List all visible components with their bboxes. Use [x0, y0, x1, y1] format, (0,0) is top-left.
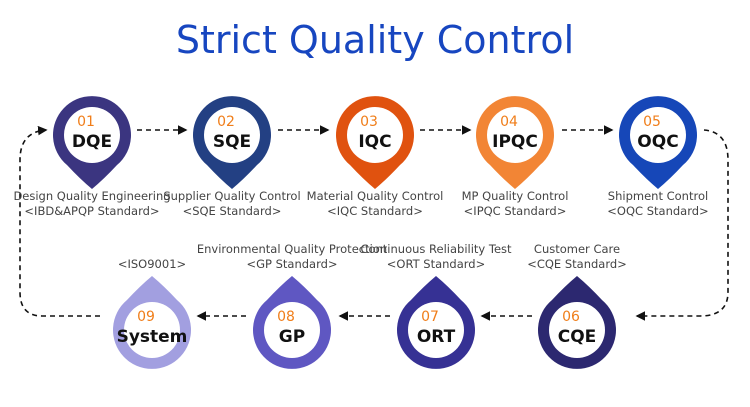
step-standard: <GP Standard> [246, 257, 337, 271]
step-standard: <ISO9001> [118, 257, 186, 271]
step-name: Continuous Reliability Test [360, 242, 512, 256]
pin-inner-circle [347, 107, 403, 163]
step-number: 05 [643, 114, 661, 130]
pin-inner-circle [408, 302, 464, 358]
step-name: Customer Care [534, 242, 620, 256]
flow-arrows [19, 125, 729, 321]
step-standard: <IQC Standard> [327, 204, 423, 218]
pin-inner-circle [549, 302, 605, 358]
pin-inner-circle [124, 302, 180, 358]
step-code: DQE [72, 132, 112, 152]
step-standard: <IPQC Standard> [464, 204, 567, 218]
step-name: Supplier Quality Control [163, 189, 300, 203]
step-name: Material Quality Control [307, 189, 444, 203]
step-code: IQC [358, 132, 391, 152]
step-name: MP Quality Control [462, 189, 569, 203]
step-code: System [117, 327, 188, 347]
step-number: 09 [137, 309, 155, 325]
step-number: 08 [277, 309, 295, 325]
step-code: SQE [213, 132, 251, 152]
step-standard: <SQE Standard> [183, 204, 282, 218]
step-name: Design Quality Engineering [13, 189, 170, 203]
step-standard: <CQE Standard> [527, 257, 627, 271]
pin-inner-circle [630, 107, 686, 163]
arrow-oqc-cqe [635, 129, 729, 321]
step-code: ORT [417, 327, 456, 347]
pin-inner-circle [487, 107, 543, 163]
step-code: IPQC [492, 132, 538, 152]
step-code: GP [279, 327, 305, 347]
step-number: 01 [77, 114, 95, 130]
step-name: Environmental Quality Protection [197, 242, 387, 256]
step-code: CQE [558, 327, 597, 347]
pin-inner-circle [264, 302, 320, 358]
step-number: 07 [421, 309, 439, 325]
pin-inner-circle [204, 107, 260, 163]
step-number: 06 [562, 309, 580, 325]
step-code: OQC [637, 132, 678, 152]
step-number: 03 [360, 114, 378, 130]
pin-inner-circle [64, 107, 120, 163]
step-standard: <ORT Standard> [387, 257, 485, 271]
step-number: 04 [500, 114, 518, 130]
step-standard: <OQC Standard> [607, 204, 708, 218]
step-standard: <IBD&APQP Standard> [24, 204, 159, 218]
page-title: Strict Quality Control [176, 18, 574, 62]
step-number: 02 [217, 114, 235, 130]
arrow-system-dqe [19, 125, 100, 317]
step-name: Shipment Control [608, 189, 708, 203]
